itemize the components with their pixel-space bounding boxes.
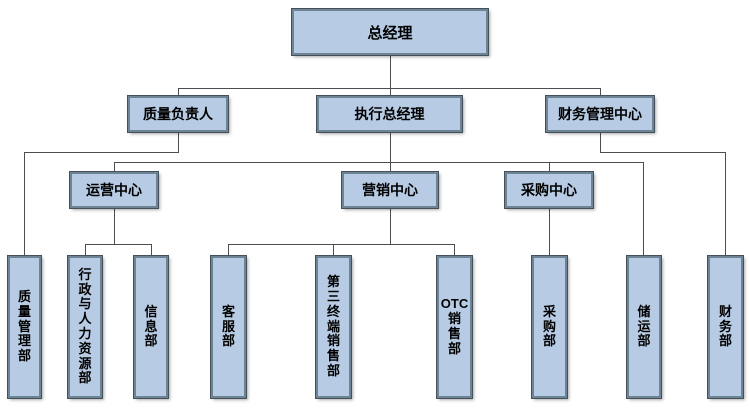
connector (454, 244, 455, 256)
connector (390, 131, 391, 163)
org-node-third-terminal-sales-dept: 第三终端销售部 (315, 255, 352, 399)
connector (600, 152, 726, 153)
org-node-information-dept: 信息部 (133, 255, 169, 399)
org-node-procurement-center: 采购中心 (504, 171, 594, 209)
connector (114, 162, 115, 173)
org-node-operations-center: 运营中心 (69, 171, 159, 209)
connector (390, 55, 391, 89)
org-node-label: 财务管理中心 (558, 106, 642, 122)
org-node-quality-management-dept: 质量管理部 (7, 255, 42, 399)
connector (85, 244, 152, 245)
connector (390, 207, 391, 245)
org-node-label: 采购中心 (521, 182, 577, 198)
org-node-label: 运营中心 (86, 182, 142, 198)
connector (549, 207, 550, 256)
org-node-label: 质量负责人 (143, 106, 213, 122)
connector (24, 152, 179, 153)
org-node-label: 总经理 (367, 24, 413, 42)
connector (178, 131, 179, 153)
org-node-label: 营销中心 (362, 182, 418, 198)
connector (178, 88, 601, 89)
connector (85, 244, 86, 256)
connector (600, 131, 601, 153)
connector (228, 244, 455, 245)
connector (390, 88, 391, 97)
org-node-label: 执行总经理 (354, 106, 425, 122)
connector (114, 207, 115, 245)
org-node-finance-dept: 财务部 (707, 255, 744, 399)
connector (333, 244, 334, 256)
connector (549, 162, 550, 173)
org-node-finance-management-center: 财务管理中心 (545, 95, 655, 133)
connector (390, 162, 391, 173)
org-node-procurement-dept: 采购部 (531, 255, 568, 399)
connector (725, 152, 726, 256)
connector (178, 88, 179, 97)
connector (151, 244, 152, 256)
org-node-executive-general-manager: 执行总经理 (316, 95, 463, 133)
org-node-storage-transport-dept: 储运部 (626, 255, 662, 399)
connector (114, 162, 644, 163)
org-node-customer-service-dept: 客服部 (210, 255, 247, 399)
org-node-marketing-center: 营销中心 (341, 171, 439, 209)
org-node-general-manager: 总经理 (291, 8, 489, 56)
connector (600, 88, 601, 97)
org-node-admin-hr-dept: 行政与人力资源部 (67, 255, 103, 399)
connector (643, 162, 644, 256)
connector (24, 152, 25, 256)
connector (228, 244, 229, 256)
org-node-quality-principal: 质量负责人 (127, 95, 229, 133)
